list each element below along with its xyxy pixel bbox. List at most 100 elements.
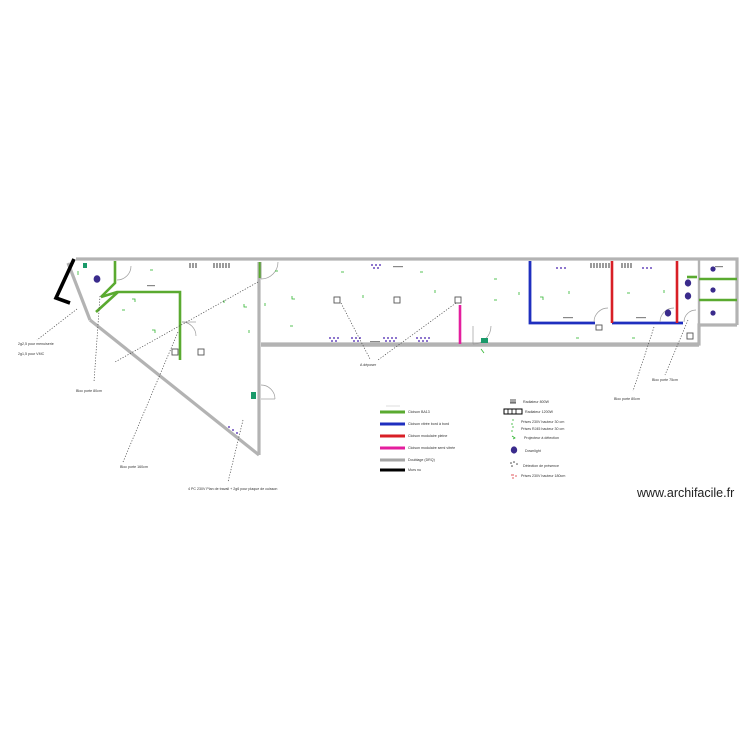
annotation-vmc: 2g1,5 pour VMC xyxy=(18,352,45,356)
legend-item-glazed: Cloison vitrée bord à bord xyxy=(380,422,449,426)
outlet-icon xyxy=(152,329,156,333)
downlight-icon xyxy=(510,446,518,454)
glazed-partition xyxy=(528,261,595,325)
downlight-icon xyxy=(710,287,716,293)
radiator-small-icon xyxy=(510,399,516,404)
radiator-large-icon xyxy=(590,263,610,268)
svg-text:Cloison BA13: Cloison BA13 xyxy=(408,410,430,414)
outlet-icon xyxy=(243,304,247,308)
annotation-door-80-right: Bloc porte 80cm xyxy=(614,397,640,401)
ba13-partitions xyxy=(95,261,737,360)
svg-text:Cloison vitrée bord à bord: Cloison vitrée bord à bord xyxy=(408,422,449,426)
projector-icon xyxy=(595,324,603,331)
svg-text:Prises RJ45 hauteur 30 cm: Prises RJ45 hauteur 30 cm xyxy=(521,427,564,431)
emergency-exit-icon xyxy=(83,263,87,268)
outlet-icon xyxy=(540,296,544,300)
legend-equipment: Radiateur 800W Radiateur 1200W Prises 23… xyxy=(503,399,565,479)
legend-item-ba13: Cloison BA13 xyxy=(380,410,430,414)
svg-text:Prises 230V hauteur 30 cm: Prises 230V hauteur 30 cm xyxy=(521,420,564,424)
legend-item-modular-glazed: Cloison modulaire semi vitrée xyxy=(380,446,455,450)
downlight-icon xyxy=(664,309,672,317)
downlight-icon xyxy=(710,266,716,272)
svg-text:Murs nu: Murs nu xyxy=(408,468,421,472)
rj45-icon xyxy=(511,426,514,432)
projector-icon xyxy=(393,296,401,304)
radiators xyxy=(189,263,632,268)
svg-text:Downlight: Downlight xyxy=(525,449,541,453)
annotation-door-160: Bloc porte 160cm xyxy=(120,465,148,469)
annotation-leaders xyxy=(36,281,689,483)
presence-detectors xyxy=(228,264,652,434)
annotation-door-80: Bloc porte 80cm xyxy=(76,389,102,393)
projector-icon xyxy=(171,348,179,356)
annotation-door-75: Bloc porte 75cm xyxy=(652,378,678,382)
legend-item-bare-wall: Murs nu xyxy=(380,468,421,472)
watermark: www.archifacile.fr xyxy=(637,486,735,500)
room-dimension-labels xyxy=(147,266,723,343)
legend-item-modular-solid: Cloison modulaire pleine xyxy=(380,434,447,438)
left-slanted-wall xyxy=(66,262,92,321)
exterior-walls xyxy=(66,257,739,457)
outlet-icon xyxy=(480,348,485,354)
presence-sensor-icon xyxy=(228,426,238,434)
emergency-exit-icon xyxy=(481,338,488,343)
bare-wall-left xyxy=(53,258,76,305)
radiator-small-icon xyxy=(189,263,197,268)
outlet-icon xyxy=(132,298,136,302)
legend-item-doublage: Doublage (DRQ) xyxy=(380,458,435,462)
downlights xyxy=(93,266,716,317)
projector-icon xyxy=(333,296,341,304)
presence-sensor-icon xyxy=(416,337,430,342)
projector-icon xyxy=(197,348,205,356)
presence-sensor-icon xyxy=(383,337,397,342)
top-wall xyxy=(76,257,739,325)
legend-item-outlet-180: Prises 230V hauteur 180cm xyxy=(511,474,565,479)
downlight-icon xyxy=(684,292,692,300)
presence-sensor-icon xyxy=(510,461,518,467)
downlight-icon xyxy=(93,275,101,283)
outlet-icon xyxy=(511,419,514,425)
svg-text:Prises 230V hauteur 180cm: Prises 230V hauteur 180cm xyxy=(521,474,565,478)
radiator-large-icon xyxy=(213,263,230,268)
downlight-icon xyxy=(710,310,716,316)
doors xyxy=(116,261,697,400)
legend-item-presence: Détection de présence xyxy=(510,461,559,468)
annotation-menuiserie: 2g2,5 pour menuiserie xyxy=(18,342,54,346)
modular-solid-partitions xyxy=(610,261,679,323)
svg-text:Détection de présence: Détection de présence xyxy=(523,464,559,468)
projector-icon xyxy=(454,296,462,304)
emergency-exit-icon xyxy=(251,392,256,399)
presence-sensor-icon xyxy=(351,337,361,342)
legend-item-radiator-1200: Radiateur 1200W xyxy=(503,408,554,415)
radiator-small-icon xyxy=(621,263,632,268)
diagonal-wall xyxy=(89,318,260,457)
legend-item-projector: Projecteur à détection xyxy=(511,435,559,440)
svg-text:Radiateur 800W: Radiateur 800W xyxy=(523,400,550,404)
outlet-icon xyxy=(291,296,295,300)
legend-item-outlet-30: Prises 230V hauteur 30 cm xyxy=(511,419,564,425)
svg-text:Doublage (DRQ): Doublage (DRQ) xyxy=(408,458,435,462)
legend-partitions: Cloison BA13 Cloison vitrée bord à bord … xyxy=(380,405,455,472)
projector-icon xyxy=(686,332,694,340)
presence-sensor-icon xyxy=(371,264,381,269)
downlight-icon xyxy=(684,279,692,287)
svg-text:Cloison modulaire pleine: Cloison modulaire pleine xyxy=(408,434,447,438)
presence-sensor-icon xyxy=(329,337,339,342)
legend-item-radiator-800: Radiateur 800W xyxy=(510,399,550,404)
legend-item-downlight: Downlight xyxy=(510,446,541,454)
outlets xyxy=(77,269,665,354)
presence-sensor-icon xyxy=(556,267,566,269)
projector-icon xyxy=(511,435,516,440)
radiator-large-icon xyxy=(503,408,523,415)
legend-item-rj45: Prises RJ45 hauteur 30 cm xyxy=(511,426,564,432)
presence-sensor-icon xyxy=(642,267,652,269)
svg-text:Projecteur à détection: Projecteur à détection xyxy=(524,436,559,440)
annotation-kitchen-outlets: 4 PC 230V Plan de travail + 2g6 pour pla… xyxy=(188,487,277,491)
svg-text:Radiateur 1200W: Radiateur 1200W xyxy=(525,410,554,414)
light-fixtures xyxy=(171,296,694,356)
annotation-to-remove: A déposer xyxy=(360,363,377,367)
outlet-high-icon xyxy=(511,474,517,479)
exit-signs xyxy=(83,263,488,399)
svg-text:Cloison modulaire semi vitrée: Cloison modulaire semi vitrée xyxy=(408,446,455,450)
